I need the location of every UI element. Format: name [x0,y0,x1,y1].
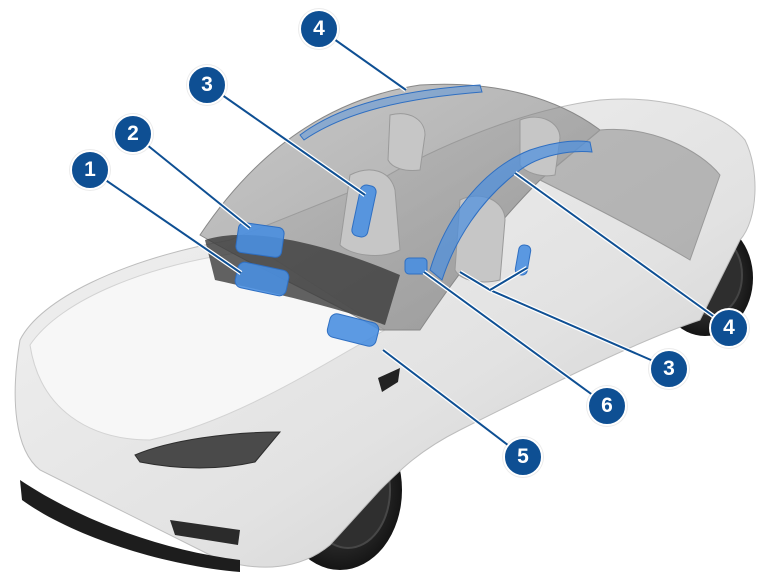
airbag-6 [404,257,428,275]
airbag-3-right [514,244,532,276]
leader-line-5 [382,349,522,456]
airbag-1 [234,261,290,297]
airbag-2 [235,222,285,258]
callout-badge-front-airbag-upper: 2 [113,114,153,154]
callout-badge-curtain-airbag-left: 4 [299,9,339,49]
callout-badge-seat-side-airbag-left: 3 [187,65,227,105]
leader-line-3 [204,82,366,196]
callout-badge-passenger-front-airbag: 5 [503,437,543,477]
dashboard [205,234,400,325]
airbag-3-left [351,184,377,238]
leader-line-2 [130,131,251,229]
callout-badge-knee-airbag: 6 [587,386,627,426]
leader-lines [86,25,729,457]
leader-line-1 [87,167,242,274]
callout-badge-front-airbag-lower: 1 [70,150,110,190]
front-intake [20,480,240,572]
headlight [134,431,282,469]
airbag-4-right [429,140,593,281]
airbag-highlights [234,84,593,347]
leader-line-6 [423,271,606,405]
airbag-4-left [299,84,483,141]
leader-line-4 [514,172,728,327]
door-handle [378,368,400,392]
callout-badge-curtain-airbag-right: 4 [709,308,749,348]
callout-badge-seat-side-airbag-right: 3 [649,349,689,389]
airbag-5 [326,313,380,347]
